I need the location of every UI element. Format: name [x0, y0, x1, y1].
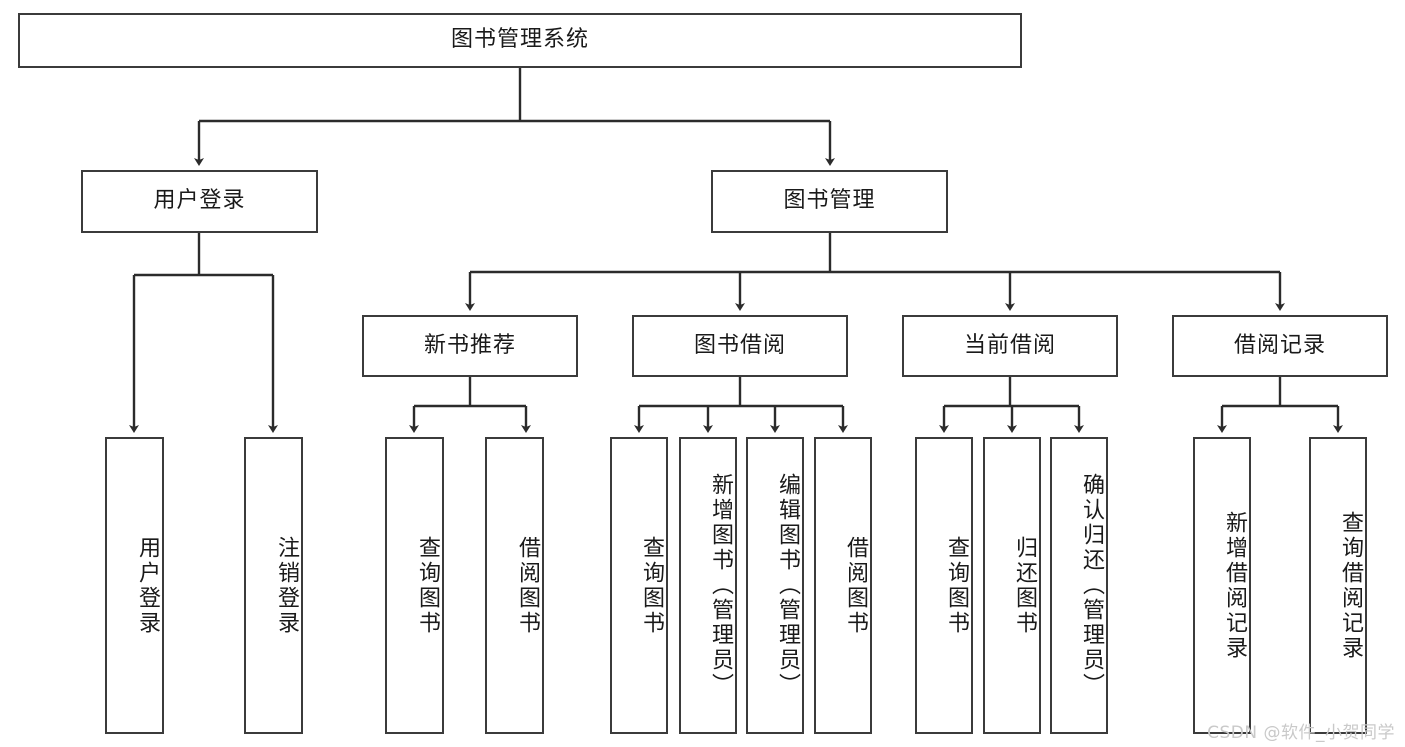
- node-leaf-current-query-book-label: 查询图书: [944, 535, 969, 636]
- node-leaf-borrow-edit-book-admin-label: 编辑图书（管理员）: [775, 473, 800, 698]
- node-leaf-borrow-query-book-label: 查询图书: [639, 535, 664, 636]
- node-leaf-borrow-query-book[interactable]: 查询图书: [610, 437, 668, 734]
- node-leaf-recommend-borrow-book-label: 借阅图书: [515, 535, 540, 636]
- node-root-title-label: 图书管理系统: [450, 27, 589, 53]
- node-user-login[interactable]: 用户登录: [81, 170, 318, 233]
- node-book-manage[interactable]: 图书管理: [711, 170, 948, 233]
- node-book-borrow[interactable]: 图书借阅: [632, 315, 848, 377]
- node-leaf-recommend-query-book[interactable]: 查询图书: [385, 437, 444, 734]
- node-leaf-recommend-query-book-label: 查询图书: [415, 535, 440, 636]
- node-borrow-record-label: 借阅记录: [1233, 332, 1326, 358]
- watermark-text: CSDN @软件_小贺同学: [1207, 723, 1395, 743]
- node-new-book-recommend-label: 新书推荐: [423, 332, 516, 358]
- node-new-book-recommend[interactable]: 新书推荐: [362, 315, 578, 377]
- node-current-borrow[interactable]: 当前借阅: [902, 315, 1118, 377]
- node-leaf-borrow-add-book-admin[interactable]: 新增图书（管理员）: [679, 437, 737, 734]
- node-leaf-record-query-record[interactable]: 查询借阅记录: [1309, 437, 1367, 734]
- node-leaf-user-logout[interactable]: 注销登录: [244, 437, 303, 734]
- node-leaf-borrow-borrow-book[interactable]: 借阅图书: [814, 437, 872, 734]
- node-leaf-user-logout-label: 注销登录: [274, 535, 299, 636]
- node-leaf-user-login[interactable]: 用户登录: [105, 437, 164, 734]
- node-leaf-record-add-record-label: 新增借阅记录: [1222, 510, 1247, 661]
- node-leaf-record-add-record[interactable]: 新增借阅记录: [1193, 437, 1251, 734]
- node-borrow-record[interactable]: 借阅记录: [1172, 315, 1388, 377]
- node-leaf-current-confirm-return-admin[interactable]: 确认归还（管理员）: [1050, 437, 1108, 734]
- node-leaf-user-login-label: 用户登录: [135, 535, 160, 636]
- node-book-manage-label: 图书管理: [783, 188, 876, 214]
- node-leaf-borrow-edit-book-admin[interactable]: 编辑图书（管理员）: [746, 437, 804, 734]
- node-user-login-label: 用户登录: [153, 188, 246, 214]
- node-leaf-borrow-borrow-book-label: 借阅图书: [843, 535, 868, 636]
- node-leaf-current-confirm-return-admin-label: 确认归还（管理员）: [1079, 473, 1104, 698]
- node-leaf-current-return-book[interactable]: 归还图书: [983, 437, 1041, 734]
- node-leaf-current-return-book-label: 归还图书: [1012, 535, 1037, 636]
- node-leaf-record-query-record-label: 查询借阅记录: [1338, 510, 1363, 661]
- node-root-title[interactable]: 图书管理系统: [18, 13, 1022, 68]
- node-book-borrow-label: 图书借阅: [693, 332, 786, 358]
- node-leaf-current-query-book[interactable]: 查询图书: [915, 437, 973, 734]
- node-leaf-recommend-borrow-book[interactable]: 借阅图书: [485, 437, 544, 734]
- node-leaf-borrow-add-book-admin-label: 新增图书（管理员）: [708, 473, 733, 698]
- node-current-borrow-label: 当前借阅: [963, 332, 1056, 358]
